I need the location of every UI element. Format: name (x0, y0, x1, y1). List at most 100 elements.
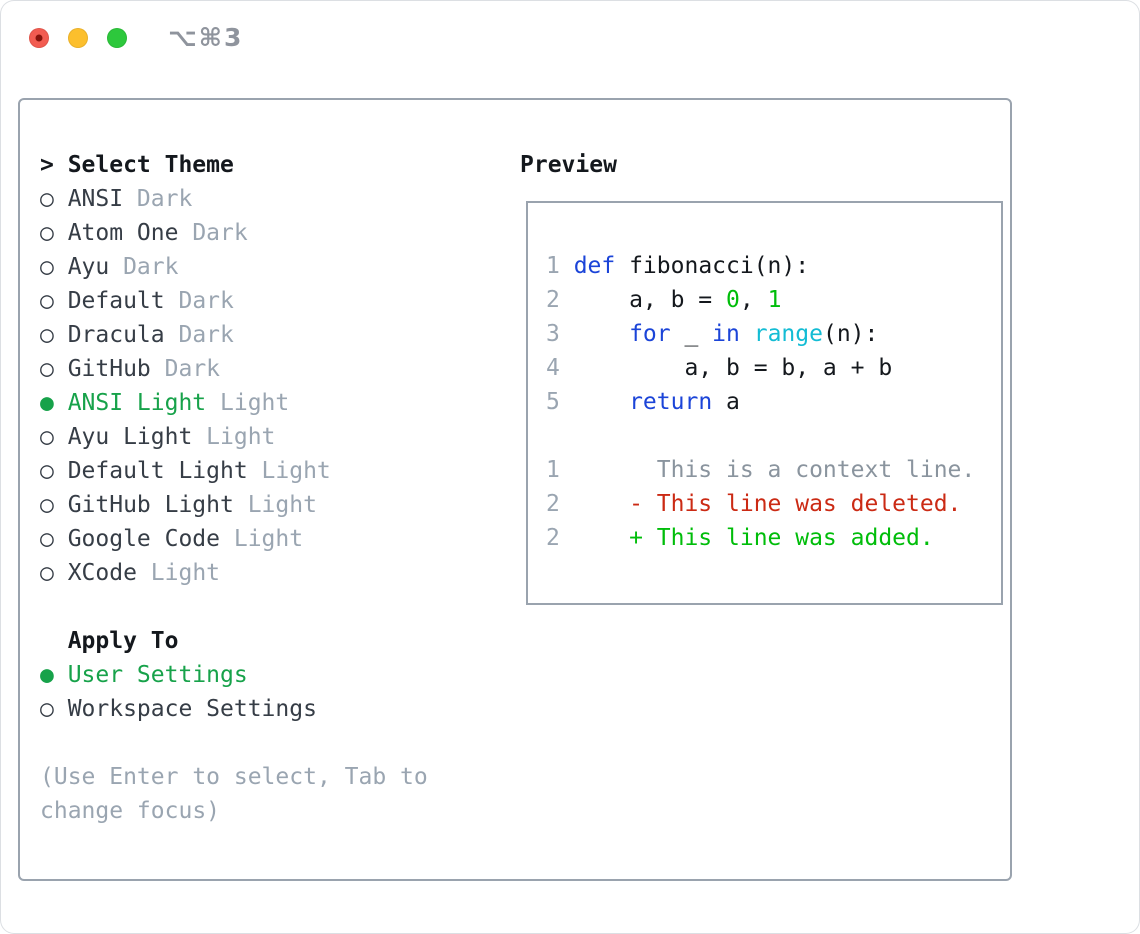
hint-line: (Use Enter to select, Tab to (40, 764, 428, 790)
theme-variant-badge: Dark (164, 356, 221, 382)
apply-to-header: Apply To (40, 624, 428, 658)
unsaved-dot-icon (35, 34, 43, 41)
code-line: 4 a, b = b, a + b (546, 351, 1001, 385)
apply-to-list: ● User Settings ○ Workspace Settings (40, 658, 428, 726)
option-label: Dracula (67, 322, 165, 348)
select-theme-header: > Select Theme (40, 148, 428, 182)
line-number: 5 (546, 389, 560, 415)
code-token-add: + This line was added. (573, 525, 934, 551)
theme-variant-badge: Light (206, 424, 276, 450)
hint-line: change focus) (40, 798, 221, 824)
option-label: Ayu Light (67, 424, 193, 450)
code-token-plain (574, 321, 629, 347)
focus-marker-icon: > (40, 152, 54, 178)
code-token-plain (740, 321, 754, 347)
code-token-plain: a, b = (573, 287, 727, 313)
select-theme-header-label: Select Theme (67, 152, 234, 178)
apply-option[interactable]: ○ Workspace Settings (40, 692, 428, 726)
diff-block: 1 This is a context line.2 - This line w… (546, 453, 1001, 555)
code-line: 2 - This line was deleted. (546, 487, 1001, 521)
radio-unselected-icon: ○ (40, 322, 54, 348)
radio-unselected-icon: ○ (40, 526, 54, 552)
option-label: GitHub (67, 356, 151, 382)
radio-unselected-icon: ○ (40, 696, 54, 722)
line-number: 3 (546, 321, 560, 347)
radio-unselected-icon: ○ (40, 560, 54, 586)
code-token-number: 1 (767, 287, 782, 313)
option-label: Atom One (67, 220, 179, 246)
code-token-keyword: in (712, 321, 740, 347)
option-label: Default Light (67, 458, 248, 484)
code-token-context: This is a context line. (573, 457, 976, 483)
window-title: ⌥⌘3 (168, 23, 244, 52)
line-number: 1 (546, 253, 560, 279)
code-line: 1 def fibonacci(n): (546, 249, 1001, 283)
line-number: 2 (546, 491, 560, 517)
option-label: XCode (67, 560, 137, 586)
theme-option[interactable]: ○ Default Dark (40, 284, 428, 318)
theme-variant-badge: Dark (123, 254, 179, 280)
option-label: Workspace Settings (67, 696, 317, 722)
theme-variant-badge: Light (220, 390, 290, 416)
apply-option[interactable]: ● User Settings (40, 658, 428, 692)
code-line: 1 This is a context line. (546, 453, 1001, 487)
line-number: 2 (546, 525, 560, 551)
option-label: GitHub Light (67, 492, 234, 518)
radio-unselected-icon: ○ (40, 458, 54, 484)
spacer (40, 590, 428, 624)
radio-selected-icon: ● (40, 390, 54, 416)
option-label: User Settings (67, 662, 248, 688)
code-token-builtin: range (753, 321, 823, 347)
code-token-del: - This line was deleted. (573, 491, 962, 517)
code-line: 2 a, b = 0, 1 (546, 283, 1001, 317)
code-token-plain: fibonacci(n): (615, 253, 810, 279)
option-label: Default (67, 288, 165, 314)
theme-variant-badge: Light (261, 458, 331, 484)
code-token-number: 0 (726, 287, 740, 313)
code-token-plain (574, 389, 629, 415)
option-label: ANSI (67, 186, 124, 212)
code-token-keyword: def (573, 253, 616, 279)
minimize-button[interactable] (68, 27, 88, 48)
code-token-plain: _ (670, 321, 713, 347)
theme-option[interactable]: ○ Google Code Light (40, 522, 428, 556)
radio-selected-icon: ● (40, 662, 54, 688)
radio-unselected-icon: ○ (40, 288, 54, 314)
option-label: Google Code (67, 526, 221, 552)
radio-unselected-icon: ○ (40, 356, 54, 382)
theme-option[interactable]: ○ Ayu Light Light (40, 420, 428, 454)
code-token-plain: , (739, 287, 768, 313)
code-line: 3 for _ in range(n): (546, 317, 1001, 351)
zoom-button[interactable] (107, 27, 127, 48)
code-token-plain: a (712, 389, 740, 415)
theme-variant-badge: Dark (178, 288, 234, 314)
code-token-plain: (n): (822, 321, 879, 347)
spacer (40, 726, 428, 760)
preview-header: Preview (520, 152, 617, 178)
hint-text: (Use Enter to select, Tab to change focus… (40, 760, 428, 828)
line-number: 4 (546, 355, 560, 381)
radio-unselected-icon: ○ (40, 220, 54, 246)
code-token-keyword: return (629, 389, 713, 415)
radio-unselected-icon: ○ (40, 424, 54, 450)
radio-unselected-icon: ○ (40, 254, 54, 280)
theme-variant-badge: Light (233, 526, 304, 552)
close-button[interactable] (29, 27, 49, 48)
theme-variant-badge: Light (247, 492, 317, 518)
theme-option[interactable]: ○ Default Light Light (40, 454, 428, 488)
theme-option[interactable]: ○ GitHub Dark (40, 352, 428, 386)
